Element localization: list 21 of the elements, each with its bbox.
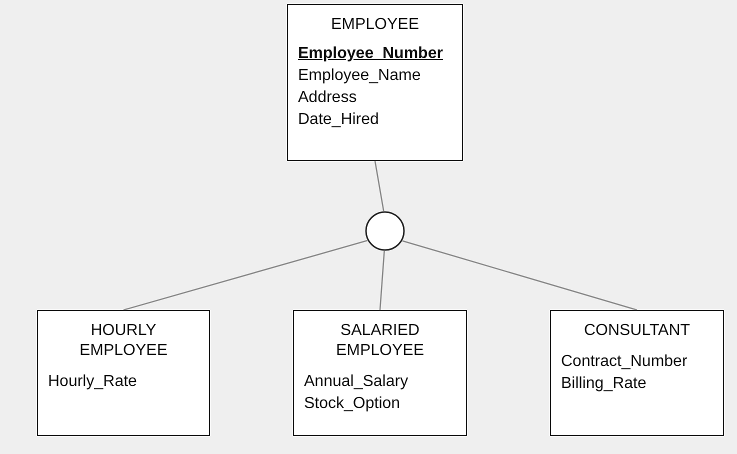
entity-name: HOURLY EMPLOYEE bbox=[78, 321, 169, 361]
entity-box bbox=[293, 310, 467, 436]
attribute: Hourly_Rate bbox=[48, 372, 138, 392]
attribute: Address bbox=[298, 88, 358, 108]
entity-name: EMPLOYEE bbox=[330, 15, 420, 35]
attribute: Annual_Salary bbox=[304, 372, 410, 392]
connector-line bbox=[379, 250, 385, 310]
connector-line bbox=[123, 240, 368, 311]
attribute: Employee_Name bbox=[298, 66, 422, 86]
attribute: Date_Hired bbox=[298, 110, 380, 130]
entity-name: SALARIED EMPLOYEE bbox=[334, 321, 426, 361]
entity-box bbox=[287, 4, 463, 161]
connector-line bbox=[402, 240, 638, 311]
entity-box bbox=[37, 310, 210, 436]
entity-box bbox=[550, 310, 724, 436]
entity-name: CONSULTANT bbox=[582, 321, 692, 341]
attribute: Contract_Number bbox=[561, 352, 688, 372]
primary-key-attribute: Employee_Number bbox=[298, 44, 444, 64]
connector-line bbox=[374, 160, 384, 212]
attribute: Stock_Option bbox=[304, 394, 402, 414]
attribute: Billing_Rate bbox=[561, 374, 648, 394]
